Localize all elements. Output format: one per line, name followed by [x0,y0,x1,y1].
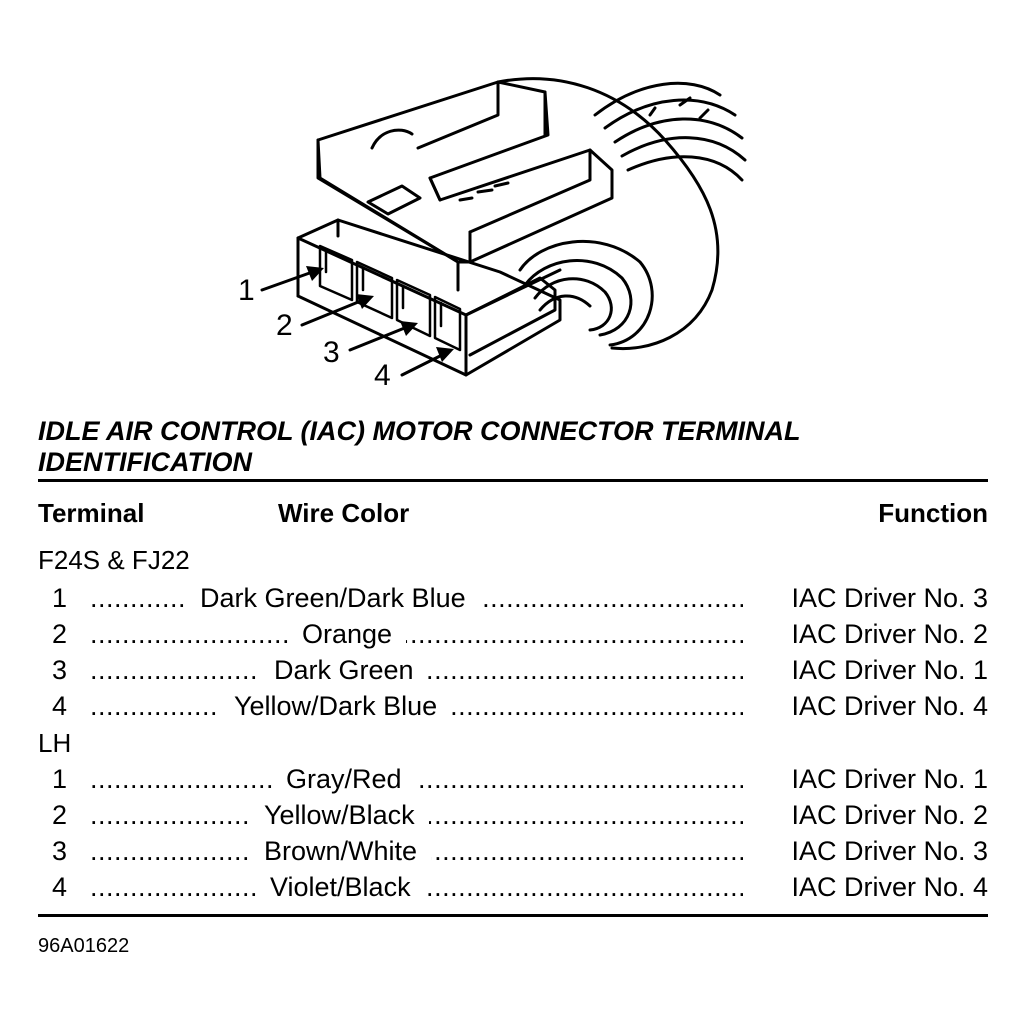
connector-illustration [260,77,747,377]
latch [316,80,614,292]
table-row: 4 ......................................… [38,869,988,905]
wire-color: Yellow/Black [250,797,429,833]
figure-code: 96A01622 [38,935,130,957]
wire-color: Violet/Black [256,869,425,905]
connector-boot [496,77,720,351]
dot-leader: ........................................… [90,764,743,794]
table-row: 2 ......................................… [38,616,988,652]
callout-2: 2 [276,309,293,342]
header-terminal: Terminal [38,498,145,528]
terminal-number: 4 [52,691,68,721]
table-row: 3 ......................................… [38,652,988,688]
terminal-number: 3 [52,655,68,685]
wire-color: Dark Green [260,652,428,688]
function: IAC Driver No. 1 [791,764,988,794]
function: IAC Driver No. 2 [791,619,988,649]
table-row: 3 ......................................… [38,833,988,869]
table-row: 2 ......................................… [38,797,988,833]
function: IAC Driver No. 4 [791,872,988,902]
bottom-rule [38,914,988,917]
header-wire-color: Wire Color [278,498,410,528]
function: IAC Driver No. 4 [791,691,988,721]
top-rule [38,479,988,482]
wire-color: Brown/White [250,833,432,869]
wire-color: Yellow/Dark Blue [220,688,452,724]
terminal-number: 4 [52,872,68,902]
table-row: 1 ......................................… [38,761,988,797]
terminal-number: 2 [52,619,68,649]
callout-4: 4 [374,359,391,392]
table-row: 1 ......................................… [38,580,988,616]
wire-bundle [593,81,747,182]
table-title: IDLE AIR CONTROL (IAC) MOTOR CONNECTOR T… [38,416,800,477]
group-label-lh: LH [38,728,72,758]
group-label-f24s-fj22: F24S & FJ22 [38,545,190,575]
terminal-number: 1 [52,583,68,613]
header-function: Function [878,498,988,528]
wire-color: Dark Green/Dark Blue [186,580,480,616]
function: IAC Driver No. 3 [791,583,988,613]
function: IAC Driver No. 1 [791,655,988,685]
function: IAC Driver No. 3 [791,836,988,866]
callout-3: 3 [323,336,340,369]
wire-color: Gray/Red [272,761,416,797]
terminal-number: 3 [52,836,68,866]
dot-leader: ........................................… [90,619,743,649]
terminal-number: 1 [52,764,68,794]
wire-color: Orange [288,616,407,652]
table-row: 4 ......................................… [38,688,988,724]
terminal-number: 2 [52,800,68,830]
function: IAC Driver No. 2 [791,800,988,830]
terminal-cavities [318,244,462,352]
callout-1: 1 [238,274,255,307]
connector-housing [296,218,562,377]
